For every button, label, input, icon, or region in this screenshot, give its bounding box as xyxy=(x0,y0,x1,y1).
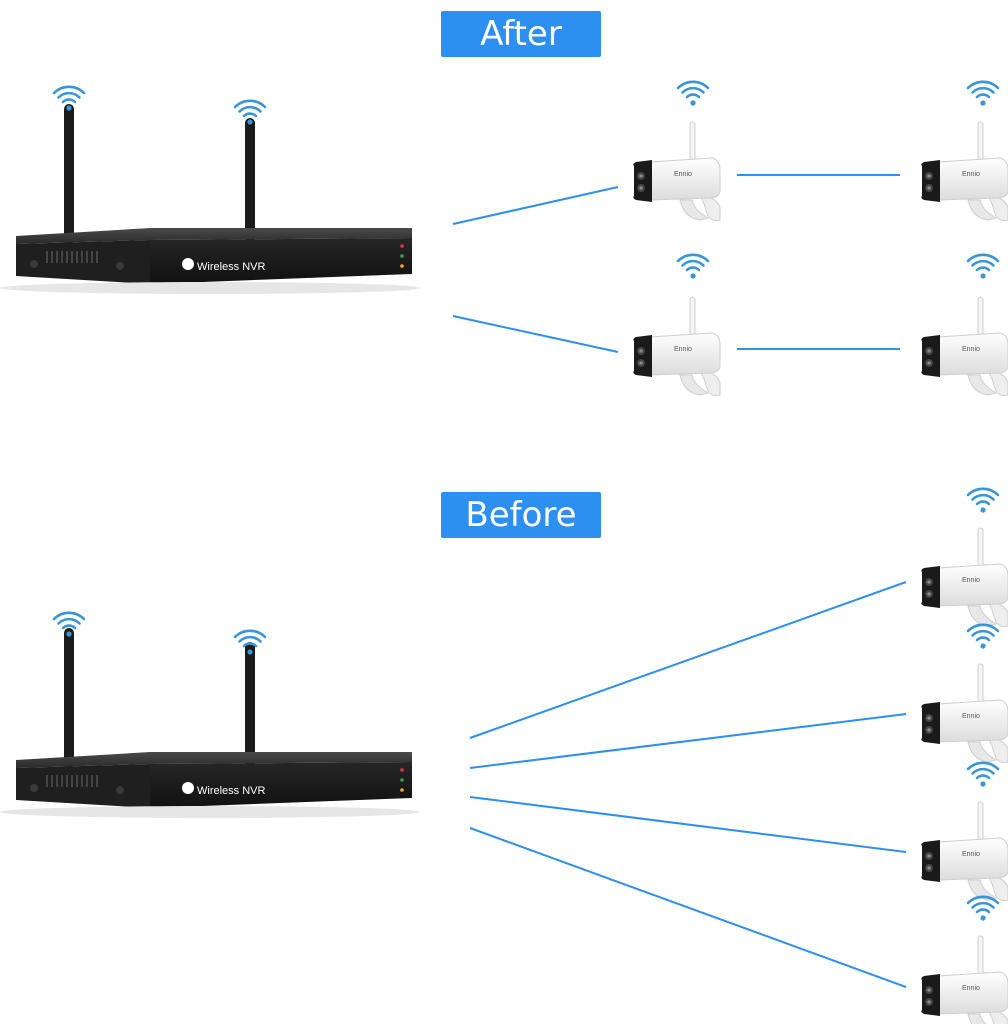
wifi-signal-icon xyxy=(966,80,1000,107)
wifi-signal-icon xyxy=(233,99,267,126)
bullet-camera-icon xyxy=(920,527,1008,627)
link-nvr-cam2 xyxy=(452,315,619,353)
link-nvr-cam-d xyxy=(469,827,907,988)
wifi-signal-icon xyxy=(966,253,1000,280)
after-label: After xyxy=(441,11,601,57)
link-nvr-cam-a xyxy=(469,581,907,739)
wifi-signal-icon xyxy=(676,80,710,107)
bullet-camera-icon xyxy=(920,663,1008,763)
wifi-signal-icon xyxy=(966,895,1000,922)
wifi-signal-icon xyxy=(676,253,710,280)
nvr-label-before: Wireless NVR xyxy=(197,785,266,797)
bullet-camera-icon xyxy=(920,801,1008,901)
before-label: Before xyxy=(441,492,601,538)
wifi-signal-icon xyxy=(966,623,1000,650)
wifi-signal-icon xyxy=(233,629,267,656)
link-nvr-cam-b xyxy=(469,713,907,769)
link-nvr-cam-c xyxy=(469,796,907,853)
bullet-camera-icon xyxy=(920,296,1008,396)
bullet-camera-icon xyxy=(920,935,1008,1024)
before-nvr: Wireless NVR xyxy=(0,628,420,818)
bullet-camera-icon xyxy=(920,121,1008,221)
wifi-signal-icon xyxy=(52,611,86,638)
wifi-signal-icon xyxy=(52,85,86,112)
bullet-camera-icon xyxy=(632,121,721,221)
wifi-signal-icon xyxy=(966,761,1000,788)
nvr-label-after: Wireless NVR xyxy=(197,261,266,273)
bullet-camera-icon xyxy=(632,296,721,396)
link-nvr-cam1 xyxy=(452,186,619,225)
wifi-signal-icon xyxy=(966,487,1000,514)
after-nvr: Wireless NVR xyxy=(0,104,420,294)
